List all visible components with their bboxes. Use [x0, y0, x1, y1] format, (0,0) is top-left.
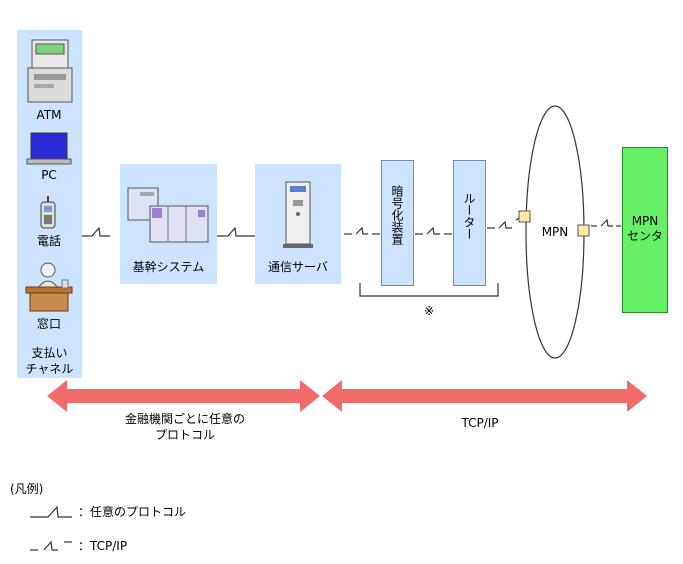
- legend-dashed-sample: [30, 540, 72, 551]
- left-span-arrow: [47, 380, 320, 412]
- right-span-label: TCP/IP: [461, 416, 499, 430]
- left-span-label-line2: プロトコル: [154, 428, 215, 442]
- left-span-label-line1: 金融機関ごとに任意の: [124, 412, 245, 426]
- phone-label: 電話: [36, 234, 61, 248]
- comm-server-label: 通信サーバ: [268, 260, 328, 274]
- legend-dashed-label: ：TCP/IP: [78, 539, 128, 553]
- channel-group-label-line1: 支払い: [31, 346, 68, 360]
- legend-title: (凡例): [10, 482, 44, 496]
- encryption-device-label: 暗号化装置: [390, 185, 404, 245]
- encryption-device-box: [381, 160, 414, 286]
- bracket-note: ※: [423, 304, 435, 318]
- pc-label: PC: [41, 168, 57, 182]
- legend-solid-sample: [30, 505, 72, 518]
- router-label: ルーター: [462, 192, 476, 240]
- right-span-arrow: [322, 380, 647, 412]
- mpn-center-box: [622, 147, 668, 313]
- router-box: [453, 160, 486, 286]
- mpn-center-label-line2: センタ: [626, 229, 663, 243]
- mpn-connector-left: [518, 210, 531, 223]
- legend-solid-label: ：任意のプロトコル: [78, 505, 187, 519]
- mpn-center-label-line1: MPN: [631, 214, 659, 228]
- core-system-label: 基幹システム: [132, 260, 205, 274]
- counter-label: 窓口: [36, 317, 61, 331]
- atm-label: ATM: [36, 108, 62, 122]
- mpn-label: MPN: [541, 225, 569, 239]
- channel-group-label-line2: チャネル: [25, 362, 74, 376]
